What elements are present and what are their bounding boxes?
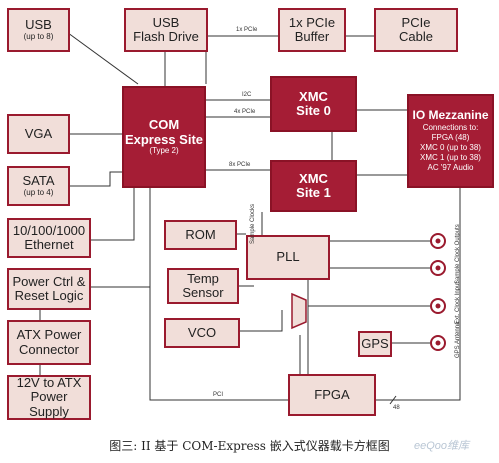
connector-sample-clock-outputs-1 (430, 233, 446, 249)
atx-connector-sub: Connector (19, 341, 79, 357)
temp-sensor-block: Temp Sensor (167, 268, 239, 304)
power-ctrl-sub: Reset Logic (14, 288, 84, 303)
label-gps-antenna: GPS Antenna (455, 321, 461, 358)
xmc1-title: XMC (299, 170, 328, 186)
io-title: IO Mezzanine (412, 108, 489, 123)
power-ctrl-title: Power Ctrl & (12, 273, 86, 289)
gps-title: GPS (361, 335, 389, 351)
atx-supply-block: 12V to ATX Power Supply (7, 375, 91, 420)
label-1x-pcie: 1x PCIe (236, 27, 258, 33)
atx-supply-sub: Power Supply (29, 389, 69, 419)
fpga-title: FPGA (314, 386, 350, 402)
rom-title: ROM (185, 226, 216, 242)
connector-ext-clock-input (430, 298, 446, 314)
com-title: COM (148, 117, 180, 133)
figure-caption: 图三: II 基于 COM-Express 嵌入式仪器载卡方框图 (109, 439, 390, 453)
watermark: eeQoo维库 (414, 440, 470, 452)
xmc1-sub: Site 1 (296, 185, 331, 200)
com-express-block: COM Express Site (Type 2) (122, 86, 206, 188)
pcie-buffer-title: 1x PCIe (288, 14, 336, 30)
label-sample-clock-outputs: Sample Clock Outputs (455, 224, 461, 284)
atx-connector-title: ATX Power (16, 327, 82, 343)
gps-block: GPS (358, 331, 392, 357)
io-line: XMC 1 (up to 38) (420, 152, 481, 162)
pcie-buffer-block: 1x PCIe Buffer (278, 8, 346, 52)
vga-block: VGA (7, 114, 70, 154)
com-sub: Express Site (124, 131, 204, 147)
temp-sub: Sensor (182, 285, 224, 300)
pcie-buffer-sub: Buffer (294, 29, 330, 44)
rom-block: ROM (164, 220, 237, 250)
label-8x-pcie: 8x PCIe (229, 162, 251, 168)
vga-title: VGA (24, 125, 53, 141)
xmc0-sub: Site 0 (296, 103, 331, 118)
label-i2c: I2C (242, 92, 252, 98)
label-ext-clock-input: Ext. Clock Input (455, 281, 461, 324)
power-ctrl-block: Power Ctrl & Reset Logic (7, 268, 91, 310)
io-line: AC '97 Audio (427, 162, 474, 172)
atx-supply-title: 12V to ATX (16, 375, 82, 391)
sata-block: SATA (up to 4) (7, 166, 70, 206)
ethernet-sub: Ethernet (24, 237, 74, 252)
com-note: (Type 2) (149, 145, 179, 155)
label-48: 48 (393, 405, 400, 411)
usb-flash-sub: Flash Drive (133, 29, 199, 44)
pcie-cable-block: PCIe Cable (374, 8, 458, 52)
sata-title: SATA (22, 173, 55, 189)
fpga-block: FPGA (288, 374, 376, 416)
label-sample-clocks: Sample Clocks (250, 203, 256, 244)
temp-title: Temp (187, 270, 219, 286)
pll-title: PLL (276, 249, 300, 265)
usb-flash-block: USB Flash Drive (124, 8, 208, 52)
atx-connector-block: ATX Power Connector (7, 320, 91, 365)
usb-title: USB (25, 17, 52, 33)
ethernet-title: 10/100/1000 (12, 222, 86, 238)
pcie-cable-title: PCIe (401, 14, 431, 30)
vco-title: VCO (187, 324, 217, 340)
vco-block: VCO (164, 318, 240, 348)
pcie-cable-sub: Cable (399, 29, 433, 44)
io-line: FPGA (48) (431, 132, 470, 142)
xmc0-block: XMC Site 0 (270, 76, 357, 132)
label-pci: PCI (213, 392, 224, 398)
label-4x-pcie: 4x PCIe (234, 109, 256, 115)
ethernet-block: 10/100/1000 Ethernet (7, 218, 91, 258)
xmc0-title: XMC (299, 88, 328, 104)
connector-sample-clock-outputs-2 (430, 260, 446, 276)
io-line: Connections to: (422, 122, 479, 132)
usb-block: USB (up to 8) (7, 8, 70, 52)
sata-sub: (up to 4) (23, 187, 54, 197)
io-mezzanine-block: IO Mezzanine Connections to: FPGA (48) X… (407, 94, 494, 188)
xmc1-block: XMC Site 1 (270, 160, 357, 212)
connector-gps-antenna (430, 335, 446, 351)
clock-mux (291, 292, 307, 330)
io-line: XMC 0 (up to 38) (420, 142, 481, 152)
pll-block: PLL (246, 235, 330, 280)
usb-flash-title: USB (152, 14, 180, 30)
usb-sub: (up to 8) (23, 31, 54, 41)
